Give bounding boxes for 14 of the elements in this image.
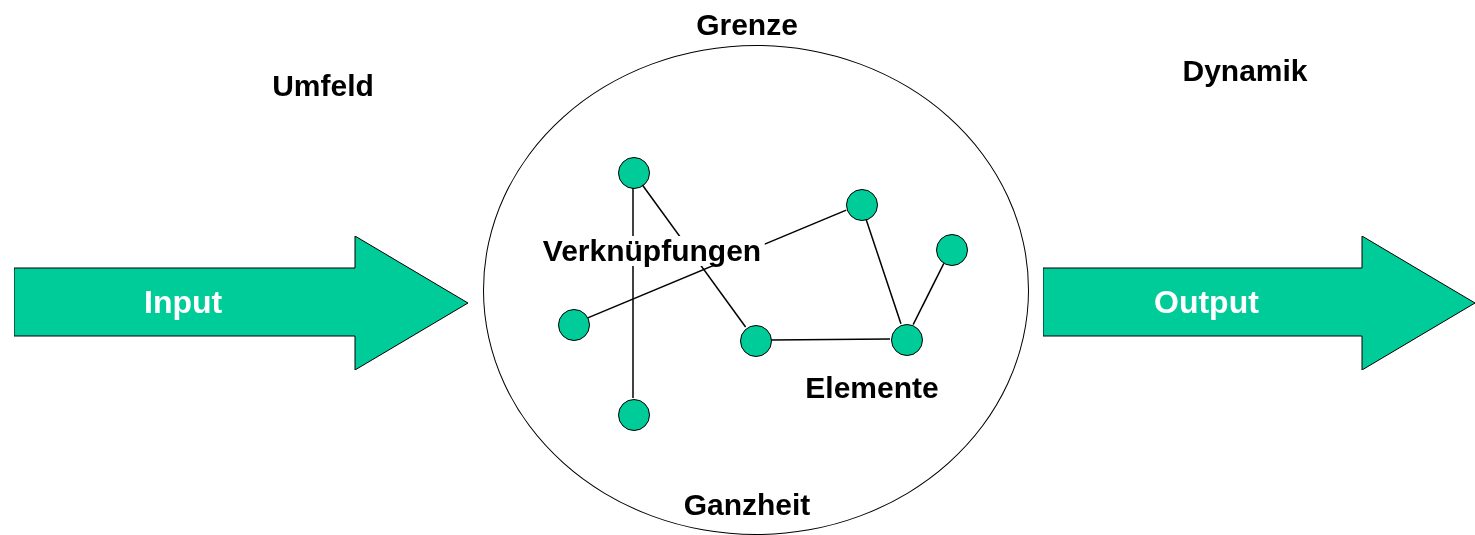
connection-line bbox=[865, 218, 902, 325]
arrow-label: Input bbox=[144, 286, 223, 318]
block-arrow bbox=[14, 236, 468, 370]
connection-line bbox=[770, 338, 891, 341]
element-dot bbox=[936, 234, 968, 266]
element-dot bbox=[891, 324, 923, 356]
element-dot bbox=[740, 325, 772, 357]
connection-line bbox=[912, 262, 945, 326]
block-arrow bbox=[1043, 236, 1475, 370]
element-dot bbox=[618, 157, 650, 189]
element-dot bbox=[618, 399, 650, 431]
element-dot bbox=[846, 189, 878, 221]
arrow-label: Output bbox=[1154, 286, 1259, 318]
element-dot bbox=[558, 309, 590, 341]
